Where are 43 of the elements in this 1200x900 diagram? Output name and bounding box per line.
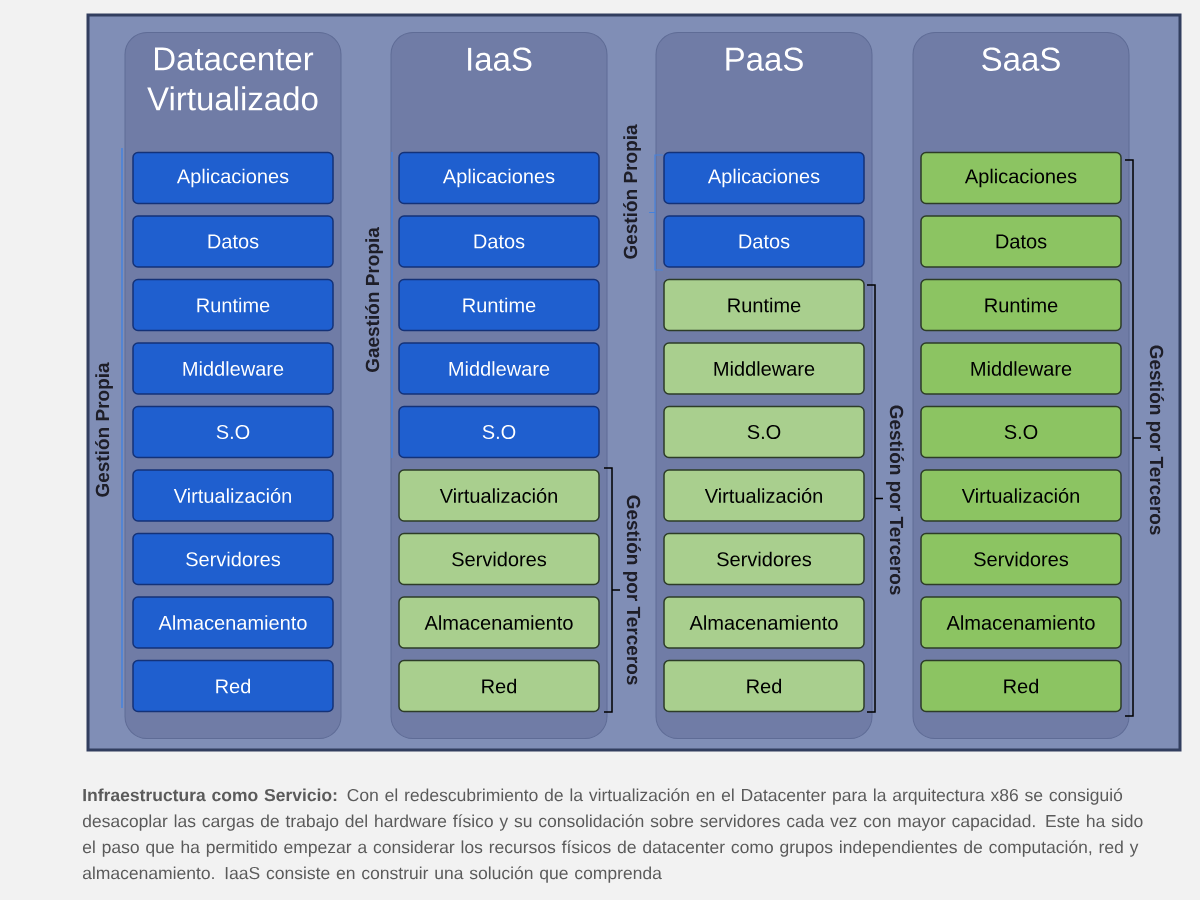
bracket-label: Gestión por Terceros: [1146, 345, 1164, 535]
layer-box: S.O: [920, 405, 1122, 459]
layer-box: Virtualización: [398, 469, 600, 522]
layer-box: Middleware: [663, 342, 865, 395]
layer-box: Almacenamiento: [920, 596, 1122, 649]
layer-box: Runtime: [920, 278, 1122, 332]
layer-box: Datos: [398, 215, 600, 268]
layer-box: Aplicaciones: [398, 151, 600, 205]
layer-box: Runtime: [398, 278, 600, 332]
layer-box: Middleware: [920, 342, 1122, 395]
layer-box: S.O: [663, 405, 865, 459]
layer-box: Red: [920, 659, 1122, 713]
layer-box: Servidores: [663, 532, 865, 586]
layer-box: Virtualización: [663, 469, 865, 522]
layer-box: Servidores: [398, 532, 600, 586]
caption: Infraestructura como Servicio: Con el redescubrimiento de la virtualización en el Datacenter para la arquitectura x86 se consiguió desacoplar las cargas de trabajo del hardware físico y su consolidación sobre servidores cada vez con mayor capacidad. Este ha sido el paso que ha permitido empezar a considerar los recursos físicos de datacenter como grupos independientes de computación, red y almacenamiento. IaaS consiste en construir una solución que comprenda: [82, 788, 1143, 883]
bracket-label: Gestión Propia: [95, 362, 113, 497]
layer-box: Middleware: [132, 342, 334, 395]
layer-box: Red: [398, 659, 600, 713]
layer-box: Middleware: [398, 342, 600, 395]
layer-box: Red: [663, 659, 865, 713]
layer-box: Almacenamiento: [398, 596, 600, 649]
bracket-label: Gaestión Propia: [365, 227, 383, 373]
layer-box: Servidores: [920, 532, 1122, 586]
layer-box: Servidores: [132, 532, 334, 586]
layer-box: Aplicaciones: [663, 151, 865, 205]
layer-box: Almacenamiento: [663, 596, 865, 649]
layer-box: Red: [132, 659, 334, 713]
bracket-label: Gestión Propia: [623, 124, 641, 259]
bracket-label: Gestión por Terceros: [886, 405, 904, 595]
bracket-label: Gestión por Terceros: [623, 495, 641, 685]
layer-box: Almacenamiento: [132, 596, 334, 649]
layer-box: Aplicaciones: [132, 151, 334, 205]
layer-box: S.O: [132, 405, 334, 459]
layer-box: Datos: [920, 215, 1122, 268]
layer-box: Datos: [663, 215, 865, 268]
layer-box: Virtualización: [920, 469, 1122, 522]
layer-box: S.O: [398, 405, 600, 459]
layer-box: Aplicaciones: [920, 151, 1122, 205]
layer-box: Runtime: [132, 278, 334, 332]
layer-box: Runtime: [663, 278, 865, 332]
layer-box: Virtualización: [132, 469, 334, 522]
layer-box: Datos: [132, 215, 334, 268]
